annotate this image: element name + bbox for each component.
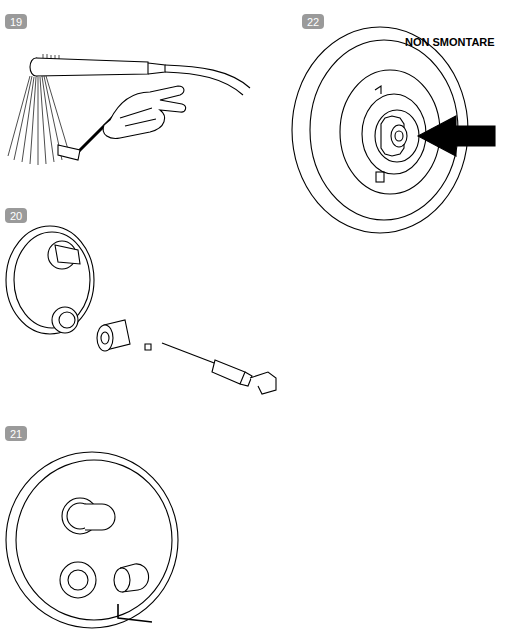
hand-shower (8, 54, 250, 165)
step-number-text: 19 (10, 16, 22, 28)
step-number: 19 (5, 14, 27, 29)
handle-removal (6, 226, 276, 394)
step-number: 22 (302, 14, 324, 29)
step-number-text: 20 (10, 210, 22, 222)
step-number-text: 21 (10, 428, 22, 440)
step-number: 21 (5, 426, 27, 441)
arrow (418, 116, 495, 156)
cartridge-plate (292, 27, 495, 233)
warning-note: NON SMONTARE (405, 36, 495, 48)
step-number-text: 22 (307, 16, 319, 28)
handle-assembly (6, 452, 178, 628)
step-number: 20 (5, 208, 27, 223)
